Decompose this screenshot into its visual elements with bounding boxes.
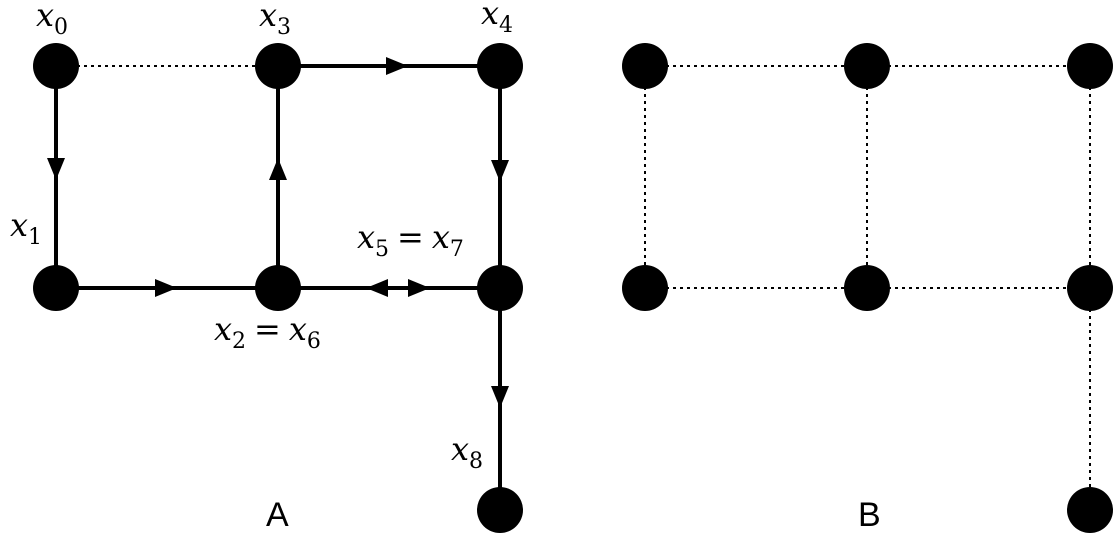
- arrowhead-right-x3-x4: [386, 57, 408, 75]
- node-x8: [477, 487, 523, 533]
- panel-label-a: A: [266, 496, 289, 534]
- arrowhead-right-x2-x5: [408, 279, 430, 297]
- node-b-top-center: [844, 43, 890, 89]
- node-b-mid-center: [844, 265, 890, 311]
- label-x5-eq-x7: x5=x7: [357, 218, 464, 262]
- node-b-top-right: [1067, 43, 1113, 89]
- arrowhead-down-x5-x8: [491, 386, 509, 408]
- node-x2: [255, 265, 301, 311]
- arrowhead-right-x1-x2: [155, 279, 177, 297]
- label-x4: x4: [481, 0, 513, 38]
- label-x3: x3: [259, 0, 291, 40]
- label-x8: x8: [451, 430, 483, 474]
- arrowhead-down-x0-x1: [47, 158, 65, 180]
- node-x5: [477, 265, 523, 311]
- arrowhead-up-x2-x3: [269, 158, 287, 180]
- label-x2-eq-x6: x2=x6: [214, 310, 321, 354]
- panel-b: B: [622, 43, 1113, 534]
- label-x0: x0: [36, 0, 68, 40]
- arrowhead-left-x5-x2: [366, 279, 388, 297]
- panel-a: x0 x3 x4 x1 x5=x7 x2=x6 x8 A: [10, 0, 523, 534]
- node-x1: [33, 265, 79, 311]
- arrowhead-down-x4-x5: [491, 160, 509, 182]
- node-x0: [33, 43, 79, 89]
- node-b-bottom-right: [1067, 487, 1113, 533]
- label-x1: x1: [10, 206, 42, 250]
- node-b-top-left: [622, 43, 668, 89]
- node-x3: [255, 43, 301, 89]
- panel-label-b: B: [858, 496, 881, 534]
- node-b-mid-left: [622, 265, 668, 311]
- node-b-mid-right: [1067, 265, 1113, 311]
- node-x4: [477, 43, 523, 89]
